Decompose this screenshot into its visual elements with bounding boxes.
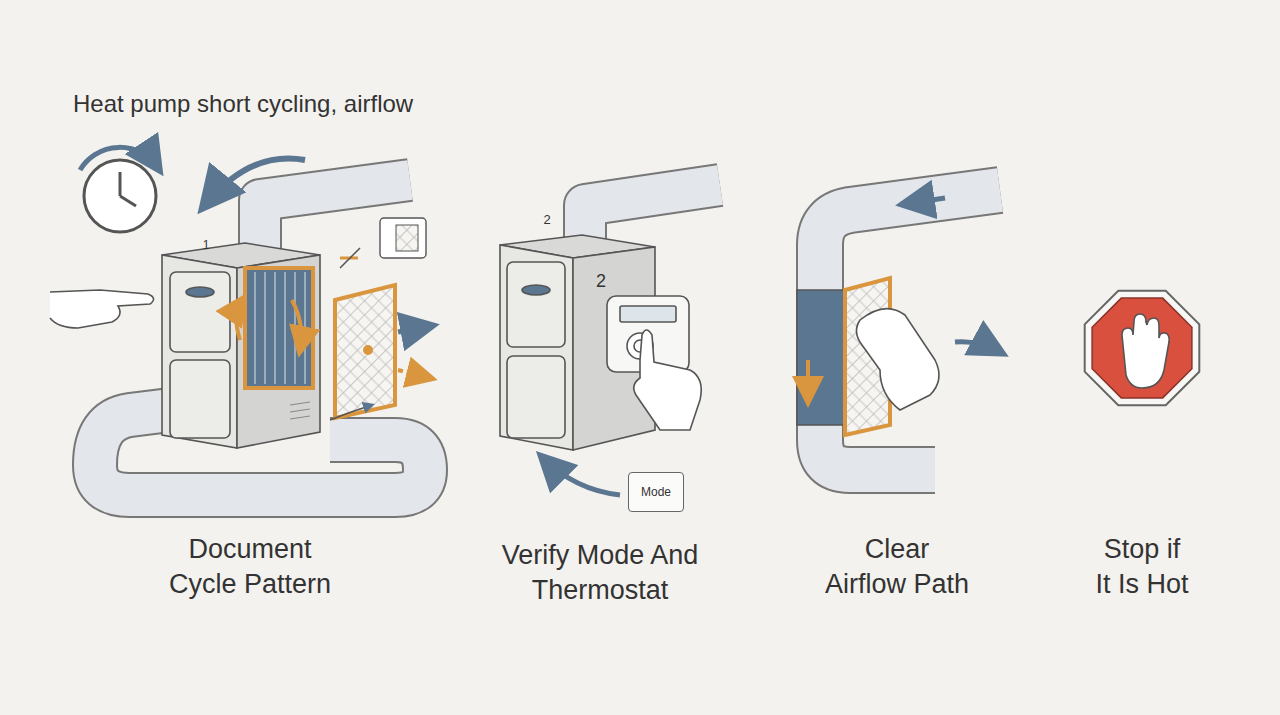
callout-number: 1 (196, 238, 216, 254)
cycle-arrow (205, 158, 305, 205)
step-caption: Clear Airflow Path (823, 532, 972, 602)
air-handler-unit (162, 243, 320, 448)
top-duct (585, 185, 720, 245)
node-text: Mode (641, 485, 671, 499)
airflow-arrow (905, 198, 945, 204)
callout-number: 2 (537, 212, 557, 229)
filter-icon (380, 218, 426, 258)
no-fan-icon (340, 248, 360, 268)
leader-arrow (330, 405, 372, 420)
filter-mark (363, 345, 373, 355)
wiping-hand (856, 309, 939, 410)
air-filter (335, 285, 395, 418)
mode-arrow (543, 458, 620, 495)
step-caption: Verify Mode And Thermostat (502, 538, 699, 608)
airflow-arrow (955, 342, 1000, 352)
mode-button: Mode (628, 472, 684, 512)
stop-sign (1085, 291, 1200, 406)
step-caption: Document Cycle Pattern (163, 532, 338, 602)
clock (80, 147, 158, 232)
airflow-arrow (806, 360, 810, 400)
pointing-hand (50, 290, 154, 328)
air-handler-unit (500, 235, 655, 450)
airflow-arrow (398, 370, 430, 378)
return-duct (820, 190, 1000, 470)
callout-number: 2 (591, 270, 611, 293)
airflow-arrow (236, 300, 242, 340)
airflow-arrow (398, 326, 430, 332)
diagram-title: Heat pump short cycling, airflow (73, 88, 413, 119)
airflow-arrow (292, 300, 301, 350)
duct-opening (797, 290, 845, 425)
step-caption: Stop if It Is Hot (1094, 532, 1190, 602)
pressing-hand (634, 330, 702, 430)
